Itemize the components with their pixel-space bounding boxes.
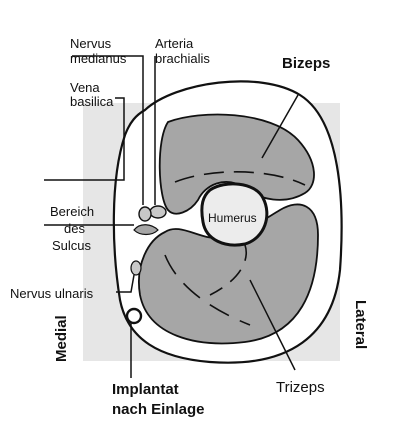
label-humerus: Humerus: [208, 211, 257, 225]
label-trizeps: Trizeps: [276, 379, 325, 396]
label-implantat-2: nach Einlage: [112, 401, 205, 418]
label-nervus-medianus-1: Nervus: [70, 36, 112, 51]
label-medial: Medial: [53, 315, 70, 362]
label-vena-basilica-2: basilica: [70, 94, 114, 109]
implantat-circle: [127, 309, 141, 323]
nervus-medianus-shape: [139, 207, 151, 221]
label-implantat-1: Implantat: [112, 381, 179, 398]
label-nervus-ulnaris: Nervus ulnaris: [10, 286, 94, 301]
label-vena-basilica-1: Vena: [70, 80, 100, 95]
label-bereich-1: Bereich: [50, 204, 94, 219]
nervus-ulnaris-shape: [131, 261, 141, 275]
label-bereich-3: Sulcus: [52, 238, 92, 253]
label-nervus-medianus-2: medianus: [70, 51, 127, 66]
label-lateral: Lateral: [352, 300, 369, 349]
label-arteria-brachialis-1: Arteria: [155, 36, 194, 51]
label-bereich-2: des: [64, 221, 85, 236]
arteria-brachialis-shape: [150, 206, 166, 218]
label-arteria-brachialis-2: brachialis: [155, 51, 210, 66]
label-bizeps: Bizeps: [282, 55, 330, 72]
